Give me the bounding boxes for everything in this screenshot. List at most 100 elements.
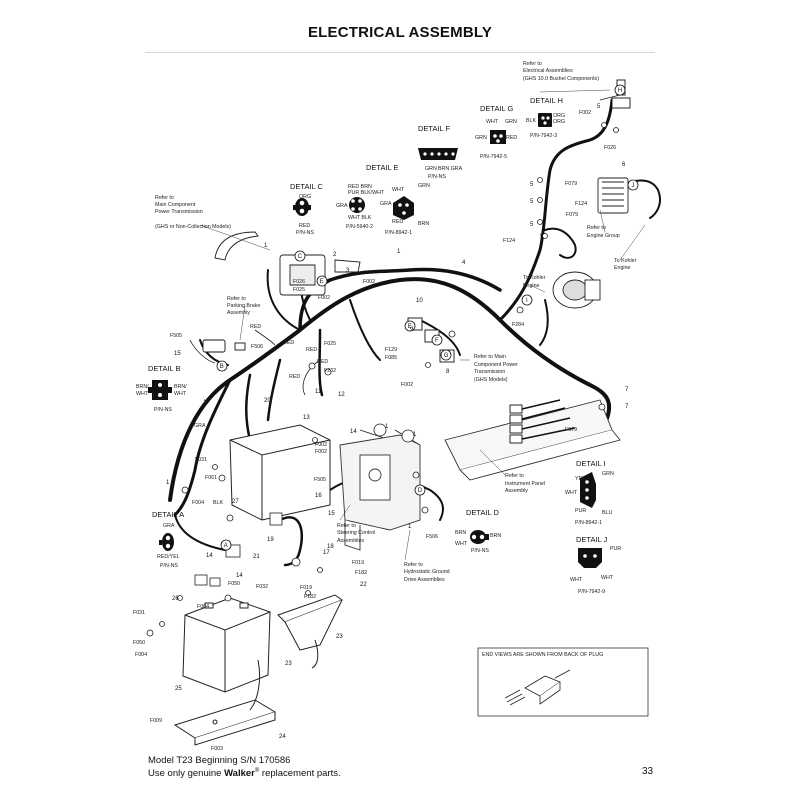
detail-f-b1: GRN: [425, 166, 437, 172]
wire-red-5: RED: [317, 359, 328, 365]
detail-callouts: A B C D E F G H I J E: [216, 84, 639, 551]
detail-g-right: RED: [506, 135, 517, 141]
svg-text:I: I: [526, 298, 528, 304]
item-26: 26: [172, 596, 179, 602]
item-5-d: 5: [530, 222, 534, 228]
detail-b-title: DETAIL B: [148, 364, 181, 373]
page-title: ELECTRICAL ASSEMBLY: [307, 24, 493, 41]
ref-f124-b: F124: [503, 238, 515, 244]
detail-e2-r2: BRN: [418, 221, 429, 227]
detail-a-bottom: RED/YEL: [157, 554, 180, 560]
item-5-a: 5: [597, 104, 601, 110]
detail-i-pn: P/N-8942-1: [575, 520, 602, 526]
ref-f182-b: F182: [355, 570, 367, 576]
item-number-labels: 1 2 3 1 4 5 5 5 5 5 6 7 7 8 9 10 11 12 1…: [166, 104, 629, 740]
handle-lever: [214, 231, 361, 296]
detail-d-right: BRN: [490, 533, 501, 539]
item-5-e: 5: [540, 234, 544, 240]
item-14-c: 14: [236, 573, 243, 579]
item-23-b: 23: [285, 661, 292, 667]
ref-f032: F032: [256, 584, 268, 590]
detail-e-pn: P/N-5940-2: [346, 224, 373, 230]
callout-i: I: [521, 294, 533, 306]
footer: Model T23 Beginning S/N 170586 Use only …: [148, 755, 341, 779]
detail-j-b2: WHT: [601, 575, 614, 581]
ref-f019-b: F019: [352, 560, 364, 566]
ref-f050-b: F050: [133, 640, 145, 646]
ref-f003: F003: [211, 746, 223, 752]
item-24: 24: [279, 734, 286, 740]
note-kohler-b1: To Kohler: [523, 275, 546, 281]
detail-e2-top: GRN: [418, 183, 430, 189]
item-5-c: 5: [530, 199, 534, 205]
ref-f025-b: F025: [324, 341, 336, 347]
note-mc-4: (GHS Models): [474, 377, 508, 383]
detail-j-b1: WHT: [570, 577, 583, 583]
item-1-a: 1: [264, 243, 268, 249]
callout-a: A: [220, 539, 232, 551]
ref-f505-b: F505: [314, 477, 326, 483]
part-reference-labels: F026 F025 F002 F002 F505 F506 F025 F232 …: [133, 110, 616, 752]
brand-name: Walker: [224, 768, 255, 780]
ref-f025: F025: [293, 287, 305, 293]
note-ip-2: Instrument Panel: [505, 481, 545, 487]
item-1-c: 1: [166, 480, 170, 486]
svg-text:C: C: [298, 254, 303, 260]
svg-text:B: B: [220, 364, 224, 370]
note-kohler-b2: Engine: [523, 283, 540, 289]
ref-f129: F129: [385, 347, 397, 353]
item-14-a: 14: [350, 429, 357, 435]
detail-h-left: BLK: [526, 118, 536, 124]
ref-f182-a: F182: [304, 594, 316, 600]
lower-battery: [182, 597, 271, 693]
item-20: 20: [264, 398, 271, 404]
callout-h: H: [614, 84, 626, 96]
ref-f085: F085: [385, 355, 397, 361]
detail-c-connector-icon: [293, 198, 311, 216]
item-21: 21: [253, 554, 260, 560]
detail-e2-l: WHT: [392, 187, 405, 193]
svg-text:J: J: [632, 183, 635, 189]
detail-j-pn: P/N-7942-9: [578, 589, 605, 595]
ref-f050-a: F050: [228, 581, 240, 587]
detail-d-title: DETAIL D: [466, 508, 500, 517]
detail-d-pn: P/N-NS: [471, 548, 489, 554]
detail-e-connector-icon: [349, 197, 365, 213]
detail-b-left2: WHT: [136, 391, 149, 397]
note-sc-2: Steering Control: [337, 530, 375, 536]
svg-text:E: E: [408, 324, 412, 330]
end-views-box: END VIEWS ARE SHOWN FROM BACK OF PLUG: [477, 647, 649, 717]
detail-i-t1: YEL: [575, 476, 585, 482]
ref-f079-c: F079: [565, 427, 577, 433]
item-1-e: 1: [385, 424, 389, 430]
note-hg-2: Hydrostatic Ground: [404, 569, 450, 575]
note-kohler-1: To Kohler: [614, 258, 637, 264]
detail-a-connector-icon: [159, 533, 174, 551]
ref-f232: F232: [324, 368, 336, 374]
ref-f506-a: F506: [251, 344, 263, 350]
registered-mark: ®: [254, 768, 260, 774]
note-park-1: Refer to: [227, 296, 246, 302]
wire-red-1: RED: [250, 324, 261, 330]
item-25: 25: [175, 686, 182, 692]
detail-i-b2: BLU: [602, 510, 612, 516]
note-mc-3: Transmission: [474, 369, 505, 375]
note-ip-1: Refer to: [505, 473, 524, 479]
note-engine-group-2: Engine Group: [587, 233, 620, 239]
item-8: 8: [446, 369, 450, 375]
detail-c-title: DETAIL C: [290, 182, 324, 191]
ref-f002-d: F002: [315, 442, 327, 448]
item-7-a: 7: [625, 387, 629, 393]
svg-text:F: F: [435, 338, 439, 344]
callout-e-lower: E: [316, 275, 328, 287]
detail-j-title: DETAIL J: [576, 535, 608, 544]
detail-h-pn: P/N-7942-3: [530, 133, 557, 139]
ref-f019-a: F019: [300, 585, 312, 591]
detail-b-connector-icon: [148, 380, 172, 400]
wire-color-labels: RED RED RED RED RED GRA BLK: [194, 324, 328, 506]
detail-i-b1: PUR: [575, 508, 586, 514]
battery-hold-down: [249, 594, 344, 711]
detail-f-connector-icon: [418, 148, 458, 160]
ref-f031-a: F031: [195, 457, 207, 463]
